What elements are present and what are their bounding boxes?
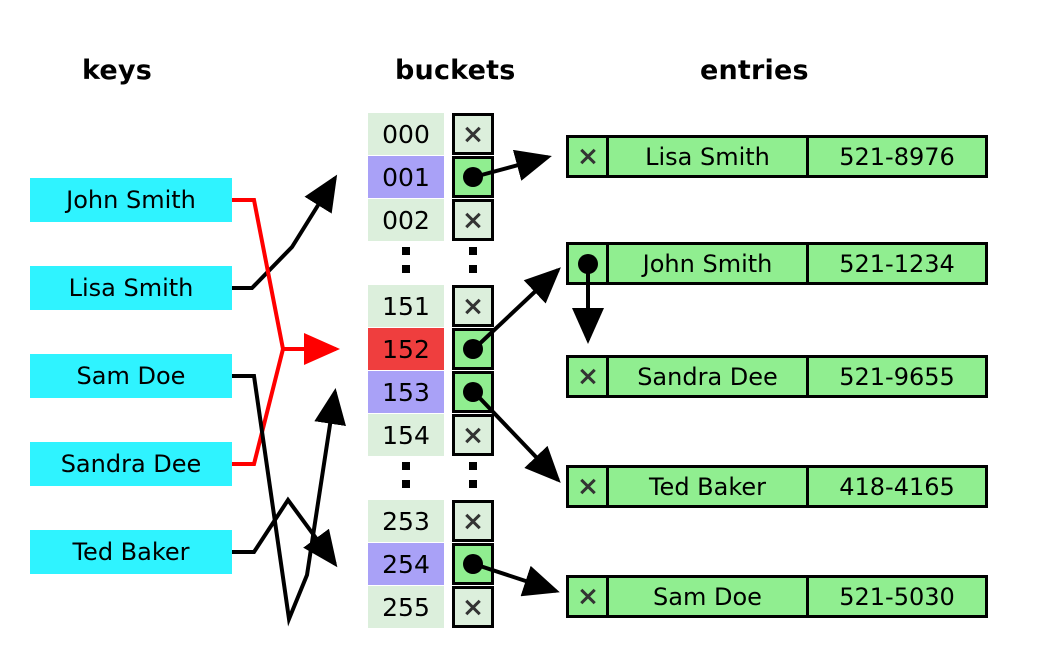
bucket-cell[interactable]	[452, 328, 494, 370]
entry-name: Lisa Smith	[609, 135, 809, 178]
bucket-index[interactable]: 151	[368, 285, 444, 327]
cross-icon	[464, 297, 483, 316]
entry-row[interactable]: John Smith 521-1234	[566, 242, 988, 285]
key-box[interactable]: Sam Doe	[30, 354, 232, 398]
entry-name: Sam Doe	[609, 575, 809, 618]
bucket-cell[interactable]	[452, 113, 494, 155]
bucket-cell[interactable]	[452, 199, 494, 241]
wire-sam-doe-to-bucket-153	[232, 374, 346, 627]
bucket-cell-ellipsis	[469, 462, 477, 488]
cross-icon	[578, 587, 597, 606]
cross-icon	[578, 147, 597, 166]
entry-row[interactable]: Sam Doe 521-5030	[566, 575, 988, 618]
bucket-cell[interactable]	[452, 156, 494, 198]
cross-icon	[464, 426, 483, 445]
cross-icon	[464, 512, 483, 531]
bucket-index-ellipsis	[402, 247, 410, 273]
cross-icon	[578, 367, 597, 386]
entry-name: Ted Baker	[609, 465, 809, 508]
dot-icon	[463, 554, 483, 574]
bucket-index[interactable]: 254	[368, 543, 444, 585]
entry-row[interactable]: Sandra Dee 521-9655	[566, 355, 988, 398]
entry-row[interactable]: Ted Baker 418-4165	[566, 465, 988, 508]
bucket-index[interactable]: 255	[368, 586, 444, 628]
wire-ted-baker-to-bucket-254	[232, 496, 338, 568]
entry-next-pointer	[566, 135, 609, 178]
entry-value: 521-9655	[809, 355, 988, 398]
entry-value: 418-4165	[809, 465, 988, 508]
wire-sandra-dee-to-bucket-152	[232, 348, 285, 466]
key-box[interactable]: Sandra Dee	[30, 442, 232, 486]
bucket-cell[interactable]	[452, 285, 494, 327]
bucket-index[interactable]: 152	[368, 328, 444, 370]
bucket-cell[interactable]	[452, 371, 494, 413]
bucket-index[interactable]: 001	[368, 156, 444, 198]
bucket-cell[interactable]	[452, 543, 494, 585]
bucket-index-ellipsis	[402, 462, 410, 488]
entry-value: 521-8976	[809, 135, 988, 178]
bucket-index[interactable]: 000	[368, 113, 444, 155]
entry-name: Sandra Dee	[609, 355, 809, 398]
dot-icon	[463, 167, 483, 187]
bucket-index[interactable]: 002	[368, 199, 444, 241]
bucket-index[interactable]: 154	[368, 414, 444, 456]
bucket-cell-ellipsis	[469, 247, 477, 273]
entry-next-pointer	[566, 355, 609, 398]
bucket-cell[interactable]	[452, 500, 494, 542]
bucket-cell[interactable]	[452, 414, 494, 456]
entry-value: 521-5030	[809, 575, 988, 618]
dot-icon	[463, 382, 483, 402]
dot-icon	[463, 339, 483, 359]
dot-icon	[577, 253, 598, 274]
entry-next-pointer	[566, 242, 609, 285]
entry-next-pointer	[566, 575, 609, 618]
entry-row[interactable]: Lisa Smith 521-8976	[566, 135, 988, 178]
entry-next-pointer	[566, 465, 609, 508]
cross-icon	[464, 125, 483, 144]
wire-john-smith-to-bucket-152	[232, 198, 340, 365]
cross-icon	[578, 477, 597, 496]
entry-value: 521-1234	[809, 242, 988, 285]
key-box[interactable]: Lisa Smith	[30, 266, 232, 310]
bucket-index[interactable]: 153	[368, 371, 444, 413]
column-heading-buckets: buckets	[395, 55, 516, 86]
key-box[interactable]: Ted Baker	[30, 530, 232, 574]
key-box[interactable]: John Smith	[30, 178, 232, 222]
wire-lisa-smith-to-bucket-001	[232, 174, 338, 290]
bucket-cell[interactable]	[452, 586, 494, 628]
entry-name: John Smith	[609, 242, 809, 285]
column-heading-keys: keys	[82, 55, 153, 86]
cross-icon	[464, 211, 483, 230]
cross-icon	[464, 598, 483, 617]
column-heading-entries: entries	[700, 55, 809, 86]
bucket-index[interactable]: 253	[368, 500, 444, 542]
